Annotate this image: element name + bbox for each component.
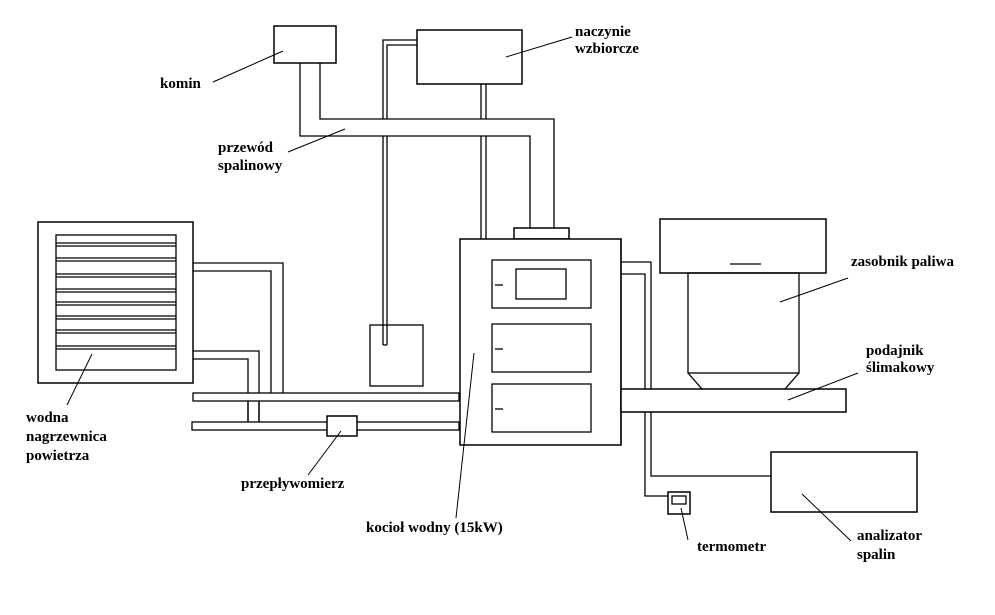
- label-fuel-hopper: zasobnik paliwa: [851, 254, 954, 270]
- fuel-hopper: [659, 218, 827, 390]
- label-expansion-vessel-2: wzbiorcze: [575, 41, 639, 57]
- label-thermometer: termometr: [697, 539, 767, 555]
- label-chimney: komin: [160, 76, 201, 92]
- tank-box: [369, 324, 424, 387]
- expansion-pipes: [382, 39, 487, 346]
- label-screw-feeder-1: podajnik: [866, 343, 924, 359]
- boiler: [459, 227, 622, 446]
- label-heater-1: wodna: [26, 410, 69, 426]
- label-flue-pipe-1: przewód: [218, 140, 273, 156]
- chimney-box: [273, 25, 337, 64]
- screw-feeder-box: [620, 388, 847, 413]
- label-flue-pipe-2: spalinowy: [218, 158, 283, 174]
- air-heater: [37, 221, 194, 384]
- label-heater-3: powietrza: [26, 448, 90, 464]
- flue-pipe: [299, 63, 555, 229]
- label-analyzer-1: analizator: [857, 528, 922, 544]
- label-heater-2: nagrzewnica: [26, 429, 107, 445]
- label-expansion-vessel-1: naczynie: [575, 24, 631, 40]
- flowmeter-box: [326, 415, 358, 437]
- heater-pipes: [191, 262, 460, 431]
- label-boiler: kocioł wodny (15kW): [366, 520, 503, 536]
- label-screw-feeder-2: ślimakowy: [866, 360, 935, 376]
- analyzer-box: [770, 451, 918, 513]
- thermometer: [667, 491, 691, 515]
- label-analyzer-2: spalin: [857, 547, 896, 563]
- label-flowmeter: przepływomierz: [241, 476, 345, 492]
- expansion-vessel-box: [416, 29, 523, 85]
- leader-lines: [66, 36, 859, 542]
- right-pipes: [620, 239, 771, 497]
